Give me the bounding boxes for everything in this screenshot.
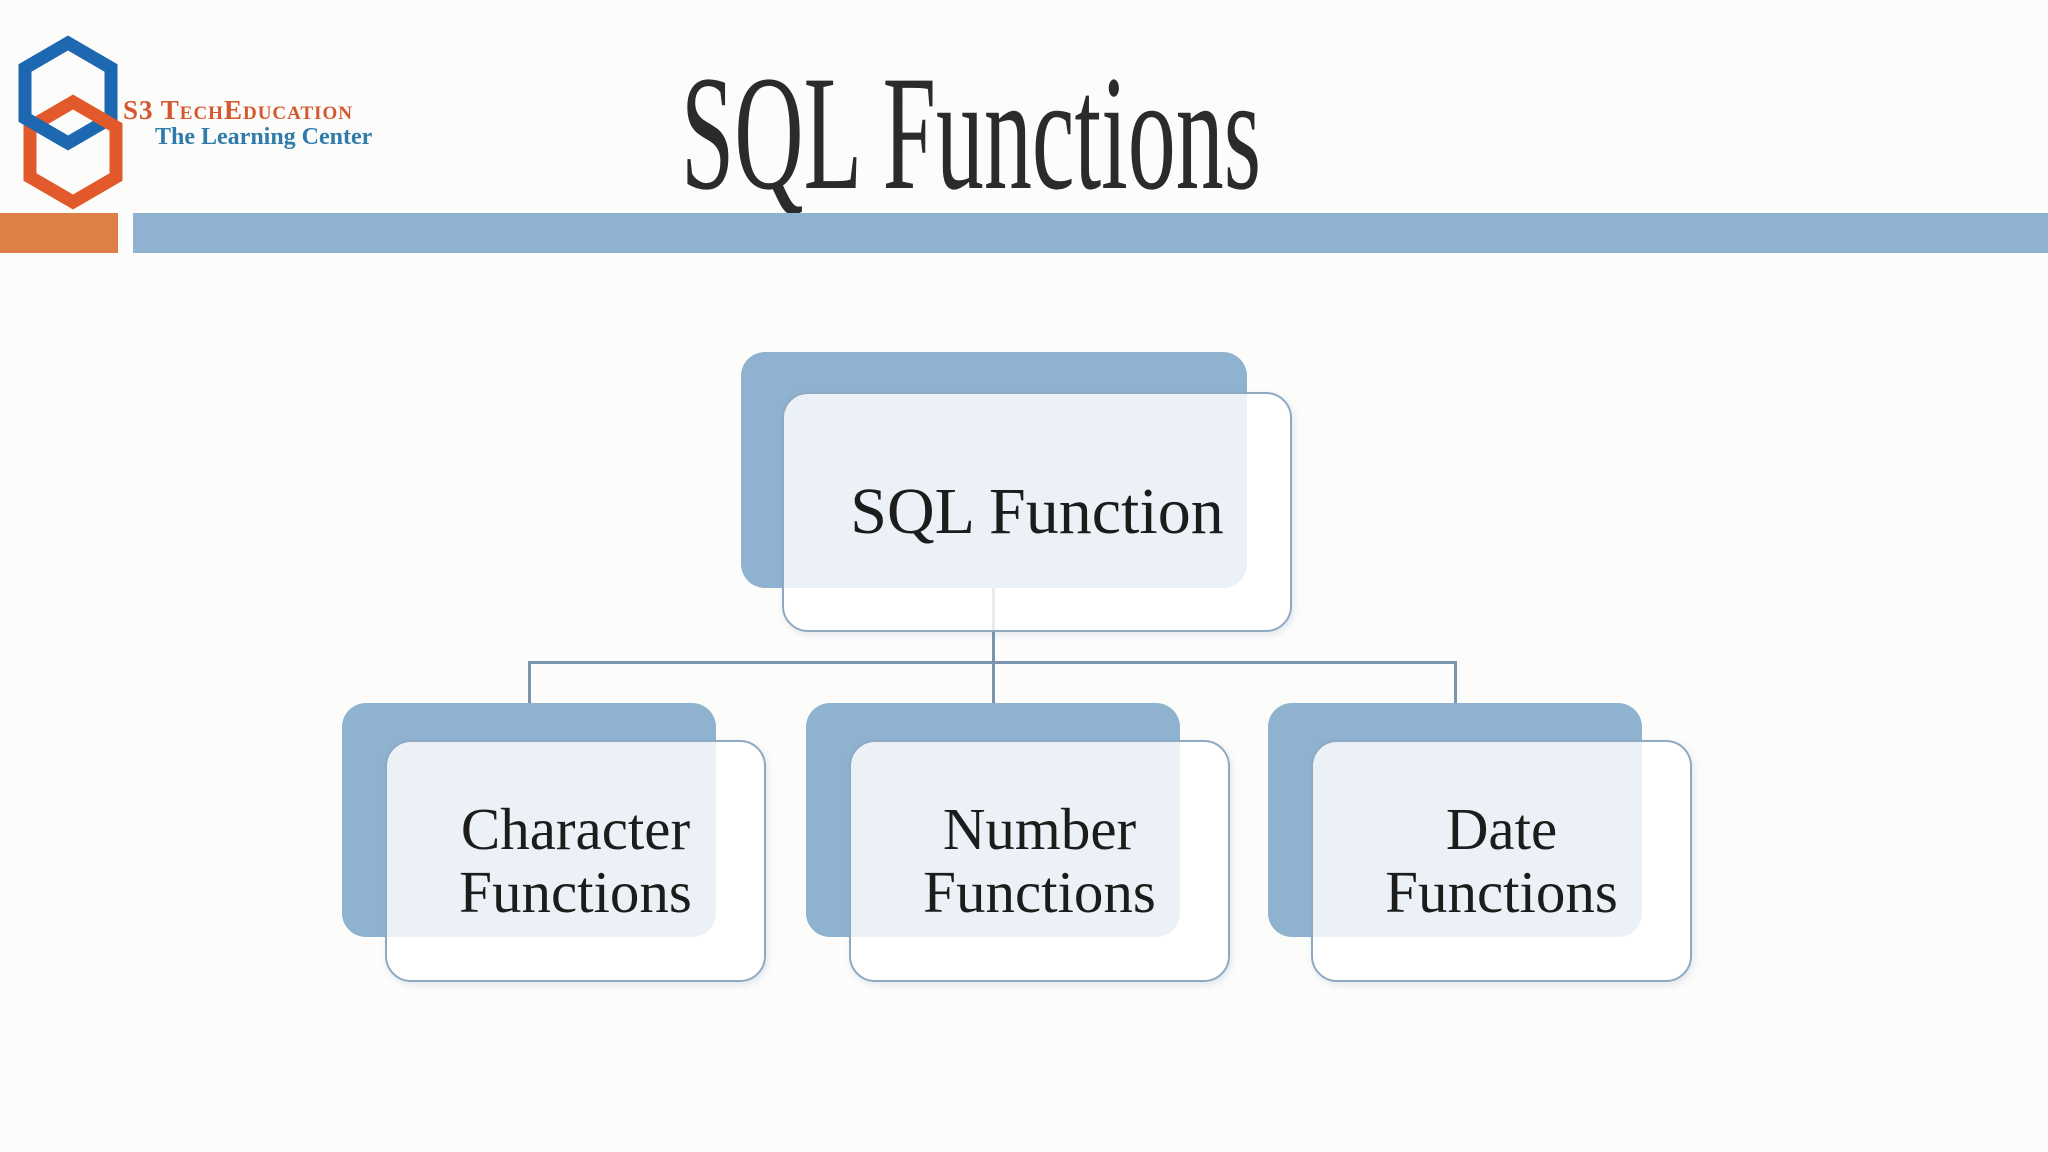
connector-drop-left <box>528 661 531 705</box>
connector-root-stem <box>992 560 995 705</box>
divider-blue-bar <box>133 213 2048 253</box>
s3-hexagon-logo-icon <box>18 35 123 210</box>
connector-drop-right <box>1454 661 1457 705</box>
node-label: SQL Function <box>850 475 1224 549</box>
brand-tagline-text: The Learning Center <box>155 124 373 150</box>
node-card: Date Functions <box>1311 740 1692 982</box>
node-label: Character Functions <box>459 796 692 925</box>
node-card: SQL Function <box>782 392 1292 632</box>
slide-title: SQL Functions <box>680 43 1262 224</box>
divider-orange-segment <box>0 213 118 253</box>
node-card: Character Functions <box>385 740 766 982</box>
brand-text: S3 TechEducation <box>123 95 354 125</box>
node-card: Number Functions <box>849 740 1230 982</box>
node-label: Date Functions <box>1385 796 1618 925</box>
connector-horizontal <box>528 661 1457 664</box>
node-label: Number Functions <box>923 796 1156 925</box>
